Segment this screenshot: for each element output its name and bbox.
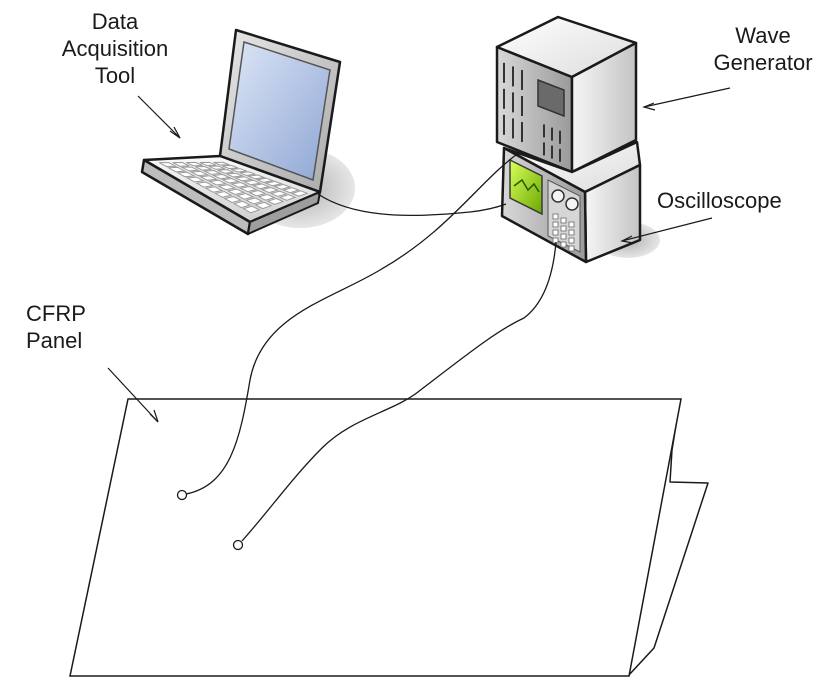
keyboard-key [207,179,228,186]
label-wave-generator: Wave Generator [700,22,826,76]
wave-generator-icon [495,15,638,174]
keyboard-key [230,168,247,173]
keyboard-key [199,161,217,166]
keyboard-key [213,161,230,166]
keyboard-key [226,188,246,196]
sensor-icon [176,489,188,501]
keyboard-key [257,193,276,201]
scope-button [552,229,559,236]
keyboard-key [248,189,267,197]
keyboard-key [254,201,273,210]
keyboard-key [232,200,252,209]
label-line: Wave [735,23,791,48]
keyboard-key [239,185,258,193]
keyboard-key [222,164,239,170]
keyboard-key [189,170,210,177]
keyboard-key [235,192,255,200]
keyboard-key [213,191,233,198]
cables [185,151,557,542]
keyboard-key [242,179,262,186]
keyboard-key [272,183,292,190]
cfrp-panel [69,398,709,677]
keyboard-key [229,181,250,188]
label-line: Acquisition [61,36,169,61]
keyboard-key [260,186,280,194]
keyboard-key [217,169,234,174]
keyboard-key [204,186,224,193]
scope-button [560,241,567,248]
sensor-2-cable [241,241,557,542]
keyboard-key [172,161,190,167]
keyboard-key [180,166,201,172]
keyboard-key [239,171,256,176]
scope-button [568,245,575,252]
keyboard-key [246,174,266,180]
keyboard-key [220,177,241,184]
scope-button [560,233,567,240]
keyboard-key [211,173,232,180]
keyboard-key [245,197,264,205]
label-oscilloscope: Oscilloscope [657,187,782,214]
scope-button [552,213,559,220]
keyboard-key [242,205,261,214]
keyboard-key [208,165,226,170]
sensor-1-cable [185,151,521,495]
keyboard-key [223,195,242,204]
scope-button [568,221,575,228]
keyboard-key [251,183,271,190]
keyboard-key [255,177,275,183]
keyboard-key [290,190,309,197]
keyboard-key [266,197,285,206]
label-line: Data [91,9,139,34]
label-line: CFRP [26,301,86,326]
scope-button [552,221,559,228]
keyboard-key [166,166,187,173]
keyboard-key [158,162,178,168]
keyboard-key [176,171,196,178]
sensor-icon [232,539,244,551]
scope-button [568,237,575,244]
keyboard-key [195,165,212,171]
keyboard-key [281,187,301,194]
laptop-icon [140,28,355,236]
keyboard-key [226,172,245,178]
scope-button [568,229,575,236]
keyboard-key [278,194,297,201]
label-cfrp-panel: CFRP Panel [26,300,86,354]
label-data-acquisition-tool: Data Acquisition Tool [40,8,190,89]
keyboard-key [198,175,219,181]
label-line: Generator [713,50,813,75]
keyboard-key [217,184,237,191]
keyboard-key [185,176,206,183]
scope-button [560,217,567,224]
oscilloscope-icon [500,140,660,264]
keyboard-key [269,190,288,197]
label-line: Panel [26,328,83,353]
label-line: Oscilloscope [657,188,782,213]
callouts [107,87,731,423]
label-line: Tool [94,63,136,88]
keyboard-key [233,176,254,182]
keyboard-key [195,181,215,188]
keyboard-key [264,180,284,187]
keyboard-key [186,162,203,167]
scope-button [560,225,567,232]
keyboard-key [202,169,223,175]
